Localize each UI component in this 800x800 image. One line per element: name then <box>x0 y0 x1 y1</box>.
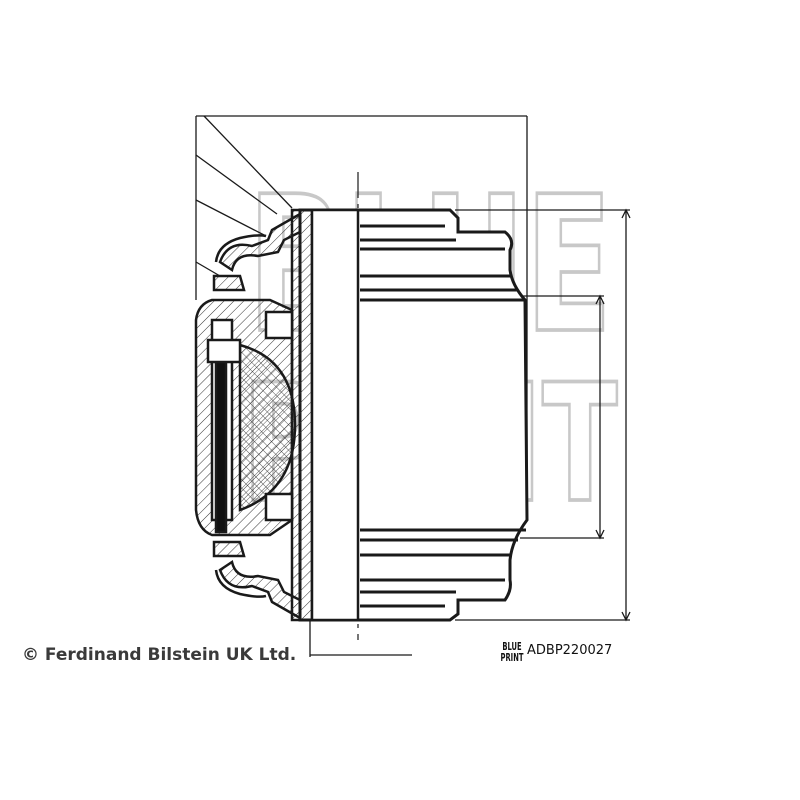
part-number: ADBP220027 <box>527 643 613 658</box>
joint-housing <box>194 298 297 537</box>
dust-boot-lower <box>212 492 302 621</box>
copyright-notice: © Ferdinand Bilstein UK Ltd. <box>22 645 297 665</box>
dust-boot-upper <box>212 211 302 340</box>
footer-logo-line-1: BLUE <box>502 642 521 654</box>
dimension-lines <box>195 115 631 657</box>
inner-sleeve-section <box>290 208 360 622</box>
footer-logo: BLUE PRINT <box>501 642 525 665</box>
footer-logo-line-2: PRINT <box>501 653 525 665</box>
